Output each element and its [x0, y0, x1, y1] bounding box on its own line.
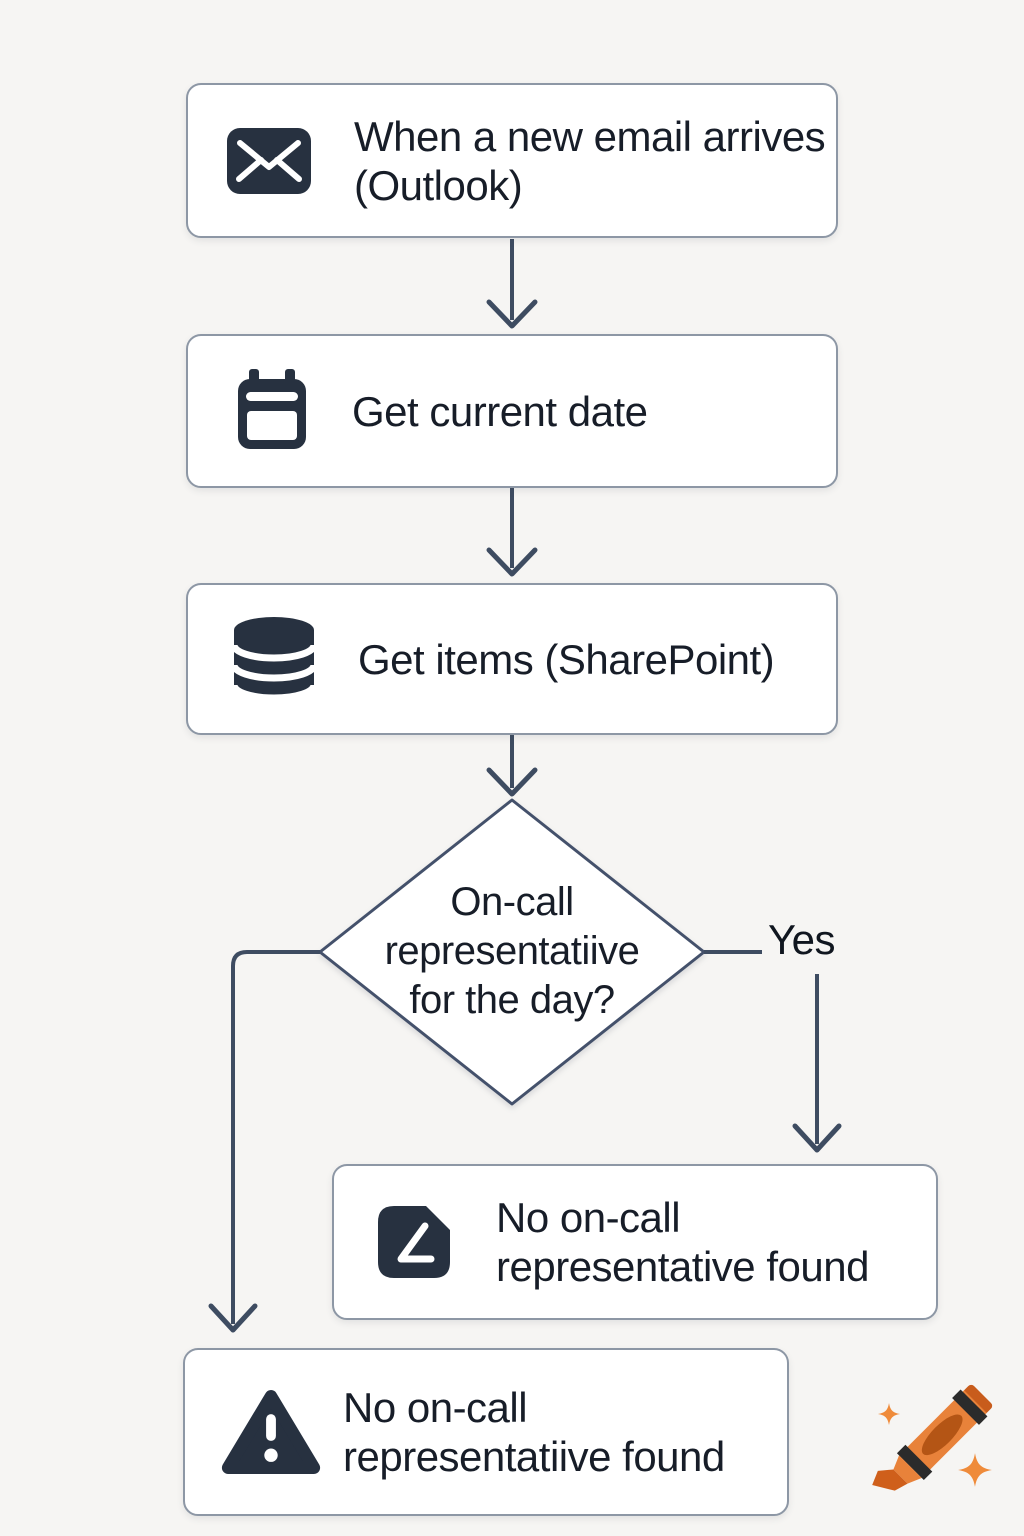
arrowhead-email-to-date [486, 299, 538, 329]
angle-icon [376, 1204, 452, 1280]
sparkle-large [958, 1453, 992, 1487]
node-label-email-trigger: When a new email arrives (Outlook) [354, 112, 826, 209]
email-icon [226, 127, 312, 195]
crayon-watermark-icon [853, 1366, 1013, 1531]
sparkle-small [877, 1402, 901, 1426]
node-label-rep-not-found: No on-call representatiive found [343, 1384, 725, 1480]
arrowhead-yes-branch [792, 1123, 842, 1153]
node-get-items: Get items (SharePoint) [186, 583, 838, 735]
node-rep-found: No on-call representative found [332, 1164, 938, 1320]
yes-edge-label: Yes [768, 916, 836, 963]
node-get-current-date: Get current date [186, 334, 838, 488]
node-rep-not-found: No on-call representatiive found [183, 1348, 789, 1516]
arrowhead-no-branch [208, 1303, 258, 1333]
decision-line-3: for the day? [409, 978, 615, 1022]
node-decision-label: On-call representatiive for the day? [357, 878, 667, 1025]
decision-line-1: On-call [450, 880, 574, 924]
calendar-icon [234, 369, 310, 453]
no-branch-elbow [231, 950, 320, 1324]
node-label-get-items: Get items (SharePoint) [358, 635, 775, 683]
node-email-trigger: When a new email arrives (Outlook) [186, 83, 838, 238]
node-label-get-current-date: Get current date [352, 387, 648, 435]
warning-icon [221, 1387, 321, 1477]
arrowhead-items-to-decision [486, 767, 538, 797]
database-icon [232, 614, 316, 704]
decision-line-2: representatiive [384, 929, 640, 973]
arrowhead-date-to-items [486, 547, 538, 577]
node-label-rep-found: No on-call representative found [496, 1194, 869, 1290]
